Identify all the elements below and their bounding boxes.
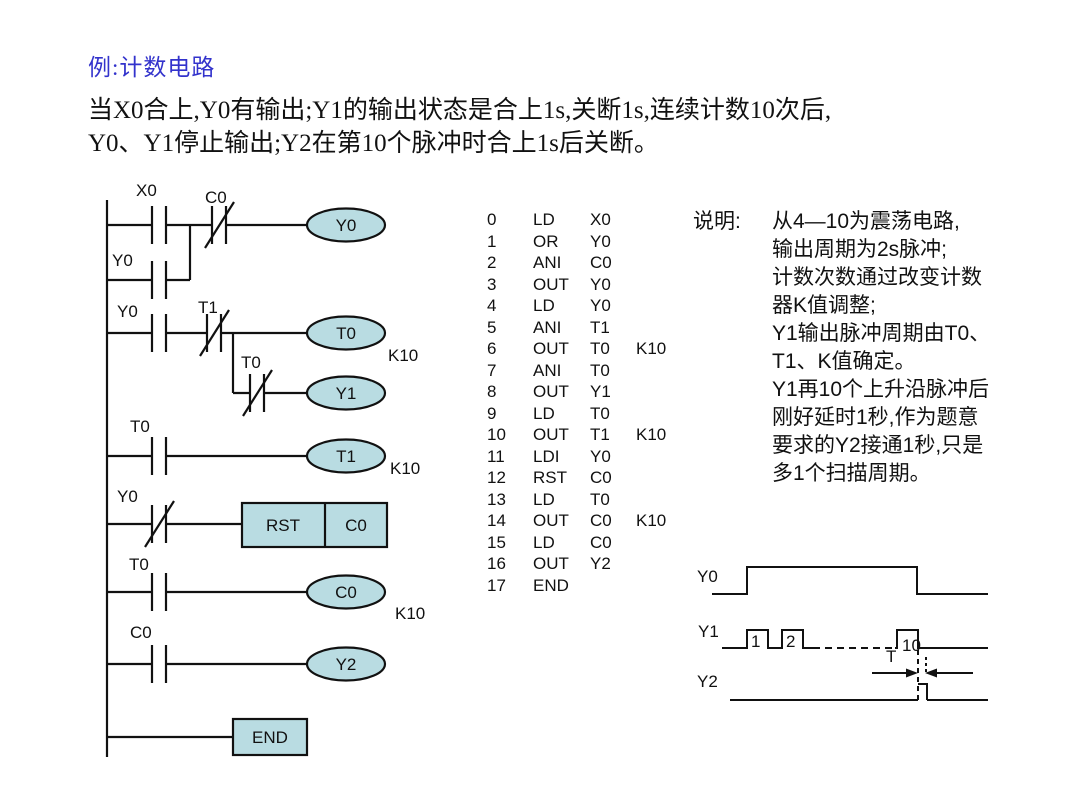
arrow-right-head <box>906 668 918 678</box>
y1-waveform <box>722 629 813 649</box>
contact-label: Y0 <box>112 251 133 270</box>
coil-y1 <box>305 375 387 411</box>
period-label: T <box>886 647 896 666</box>
notes-line: T1、K值确定。 <box>772 350 916 373</box>
notes-lines: 从4—10为震荡电路, 输出周期为2s脉冲; 计数次数通过改变计数 器K值调整;… <box>772 208 1053 488</box>
coil-label: T1 <box>336 447 356 466</box>
notes-line: 计数次数通过改变计数 <box>772 266 982 289</box>
rst-box-operand: C0 <box>345 516 367 535</box>
signal-label: Y0 <box>697 567 718 586</box>
coil-t0 <box>305 315 387 351</box>
contact-label: Y0 <box>117 302 138 321</box>
timing-diagram <box>712 566 988 701</box>
contact-label: T0 <box>241 353 261 372</box>
contact-label: C0 <box>130 623 152 642</box>
intro-line-2: Y0、Y1停止输出;Y2在第10个脉冲时合上1s后关断。 <box>88 130 659 157</box>
signal-label: Y1 <box>698 622 719 641</box>
coil-label: Y0 <box>336 216 357 235</box>
intro-line-1: 当X0合上,Y0有输出;Y1的输出状态是合上1s,关断1s,连续计数10次后, <box>88 97 832 124</box>
notes-block: 说明: 从4—10为震荡电路, 输出周期为2s脉冲; 计数次数通过改变计数 器K… <box>693 208 1053 488</box>
notes-line: 刚好延时1秒,作为题意 <box>772 406 979 429</box>
notes-line: 要求的Y2接通1秒,只是 <box>772 434 984 457</box>
ladder-rung <box>107 500 389 549</box>
notes-line: Y1输出脉冲周期由T0、 <box>772 322 991 345</box>
pulse-number: 10 <box>902 636 921 655</box>
end-box-label: END <box>252 728 288 747</box>
k-constant-label: K10 <box>390 459 420 478</box>
coil-label: Y1 <box>336 384 357 403</box>
ladder-labels: X0 C0 Y0 Y0 T1 T0 T0 Y0 T0 C0 Y0 T0 Y1 T… <box>112 181 425 747</box>
ladder-rung <box>107 573 387 611</box>
coil-label: T0 <box>336 324 356 343</box>
coil-y2 <box>305 646 387 682</box>
contact-label: C0 <box>205 188 227 207</box>
notes-line: 输出周期为2s脉冲; <box>772 238 948 261</box>
signal-label: Y2 <box>697 672 718 691</box>
coil-label: C0 <box>335 583 357 602</box>
notes-line: 从4—10为震荡电路, <box>772 210 960 233</box>
ladder-rung <box>107 201 387 249</box>
page-title: 例:计数电路 <box>88 55 216 80</box>
ladder-diagram <box>105 200 389 757</box>
y2-waveform-pulse <box>918 683 928 700</box>
ladder-rung <box>107 717 309 757</box>
notes-line: 多1个扫描周期。 <box>772 462 931 485</box>
notes-line: Y1再10个上升沿脉冲后 <box>772 378 990 401</box>
notes-label: 说明: <box>693 210 741 233</box>
timing-labels: Y0 Y1 Y2 1 2 10 T <box>697 567 921 691</box>
k-constant-label: K10 <box>388 346 418 365</box>
coil-c0 <box>305 574 387 610</box>
ladder-rung <box>107 437 387 475</box>
ladder-rung <box>107 225 192 299</box>
k-constant-label: K10 <box>395 604 425 623</box>
notes-line: 器K值调整; <box>772 294 876 317</box>
contact-label: X0 <box>136 181 157 200</box>
end-box <box>231 717 309 757</box>
contact-label: T0 <box>130 417 150 436</box>
pulse-number: 1 <box>751 632 760 651</box>
intro-text: 当X0合上,Y0有输出;Y1的输出状态是合上1s,关断1s,连续计数10次后, … <box>88 94 1038 160</box>
rst-box-op: RST <box>266 516 300 535</box>
rst-box <box>240 501 389 549</box>
pulse-number: 2 <box>786 632 795 651</box>
contact-label: T0 <box>129 555 149 574</box>
y0-waveform <box>712 566 988 595</box>
contact-label: T1 <box>198 298 218 317</box>
coil-label: Y2 <box>336 655 357 674</box>
coil-t1 <box>305 438 387 474</box>
arrow-left-head <box>925 668 937 678</box>
coil-y0 <box>305 207 387 243</box>
y1-waveform-pulse10 <box>895 629 988 649</box>
ladder-rung <box>107 309 387 417</box>
ladder-rung <box>107 645 387 683</box>
contact-label: Y0 <box>117 487 138 506</box>
